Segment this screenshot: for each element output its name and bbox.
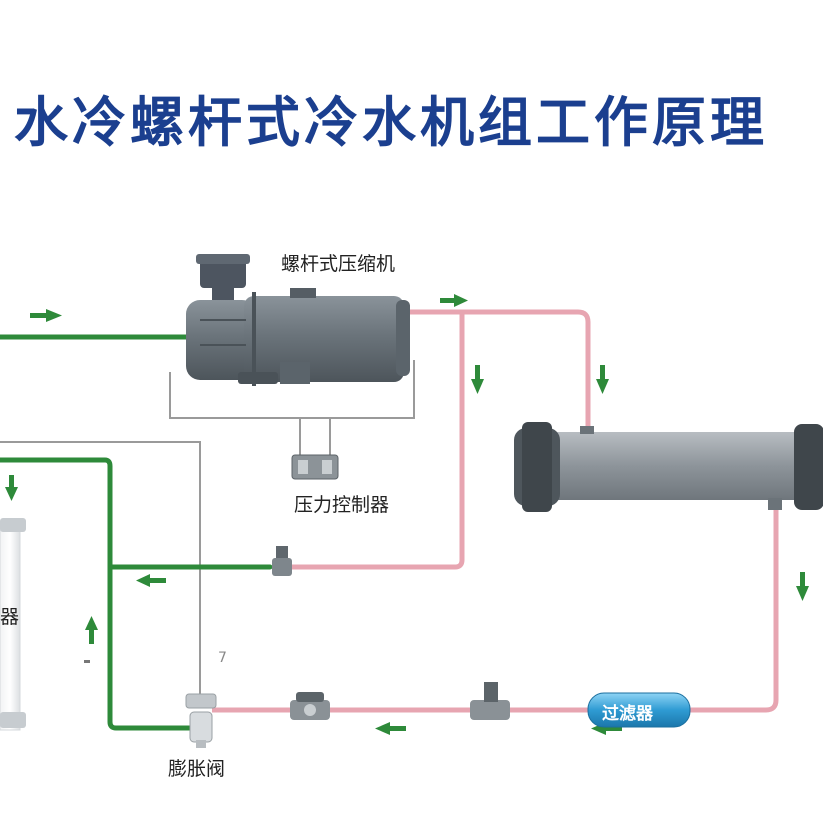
flow-arrow-down (5, 475, 18, 501)
sight-glass (290, 692, 330, 720)
condenser (514, 422, 823, 512)
suction-pipes (0, 334, 273, 731)
small-mark-label: 7 (218, 650, 227, 666)
flow-arrow-down (796, 572, 809, 601)
filter-drier (587, 692, 691, 728)
flow-arrow-right (440, 294, 468, 307)
flow-arrow-left (375, 722, 406, 735)
flow-arrow-up (85, 616, 98, 644)
compressor-label: 螺杆式压缩机 (281, 253, 396, 275)
flow-arrow-right (30, 309, 62, 322)
flow-arrow-down (596, 365, 609, 394)
control-lines (0, 360, 415, 695)
liquid-pipes (212, 309, 779, 713)
flow-arrow-down (471, 365, 484, 394)
evaporator (0, 518, 26, 731)
solenoid-valve (272, 546, 292, 576)
diagram-title: 水冷螺杆式冷水机组工作原理 (14, 91, 768, 154)
filter-label: 过滤器 (602, 704, 653, 724)
screw-compressor (186, 254, 410, 386)
pressure-controller-label: 压力控制器 (294, 494, 390, 516)
expansion-valve (185, 693, 217, 748)
flow-arrows (5, 294, 809, 735)
expansion-valve-label: 膨胀阀 (168, 758, 226, 780)
flow-arrow-left (136, 574, 166, 587)
liquid-line-valve (470, 682, 510, 720)
evaporator-partial-label: 器 (0, 606, 20, 628)
pressure-controller (291, 454, 339, 480)
